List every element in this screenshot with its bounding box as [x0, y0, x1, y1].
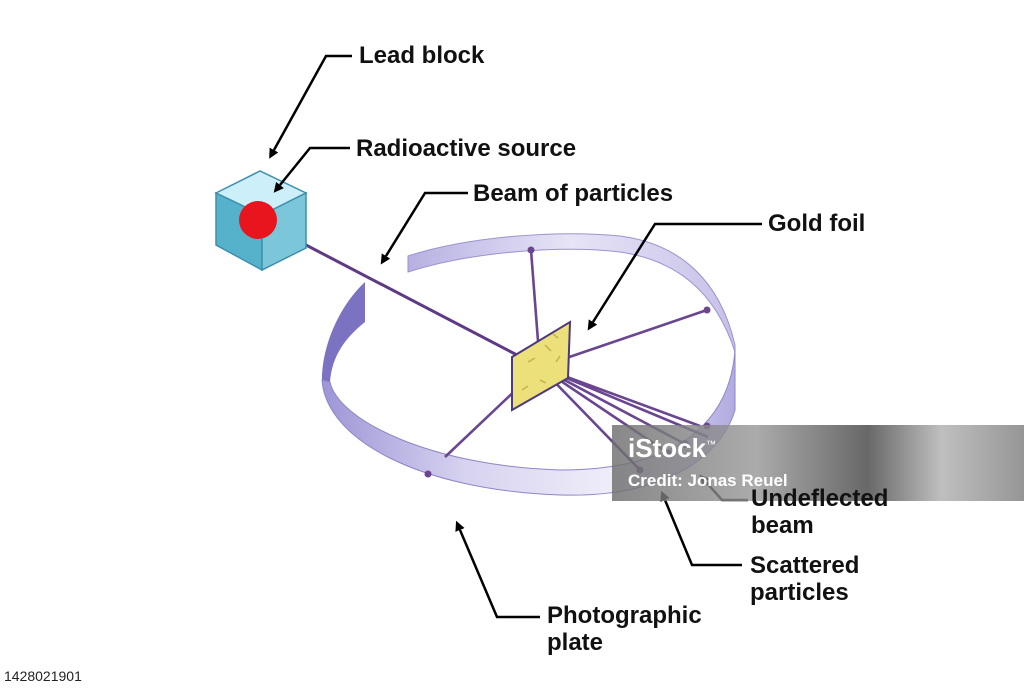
- lead-block-label: Lead block: [359, 42, 485, 69]
- radioactive-source-pointer: [273, 146, 350, 193]
- gold-foil-sheet: [511, 320, 572, 412]
- impact-dot: [703, 306, 711, 314]
- photographic-plate-front: [321, 349, 736, 496]
- photographic-plate-left-wall: [322, 282, 365, 382]
- radioactive-source-dot: [239, 201, 277, 239]
- undeflected-beam-label: Undeflected beam: [751, 485, 889, 539]
- watermark-credit: Credit: Jonas Reuel: [628, 471, 788, 490]
- plate-pointer: [455, 520, 540, 619]
- stock-image-id: 1428021901: [4, 668, 82, 684]
- photographic-plate-label: Photographic plate: [547, 602, 702, 656]
- beam-of-particles-label: Beam of particles: [473, 180, 674, 207]
- impact-dot: [424, 470, 432, 478]
- watermark-banner: iStock™ Credit: Jonas Reuel: [612, 425, 1024, 501]
- gold-foil-label: Gold foil: [768, 210, 866, 237]
- photographic-plate-back: [407, 233, 736, 353]
- istock-logo: iStock™: [628, 433, 717, 463]
- scattered-pointer: [660, 490, 742, 567]
- gold-foil-texture: [521, 333, 561, 391]
- radioactive-source-label: Radioactive source: [356, 135, 577, 162]
- gold-foil-pointer: [587, 222, 762, 331]
- beam-pointer: [380, 191, 468, 265]
- impact-dot: [527, 246, 535, 254]
- scattered-particles-label: Scattered particles: [750, 552, 860, 606]
- lead-block-pointer: [269, 54, 352, 159]
